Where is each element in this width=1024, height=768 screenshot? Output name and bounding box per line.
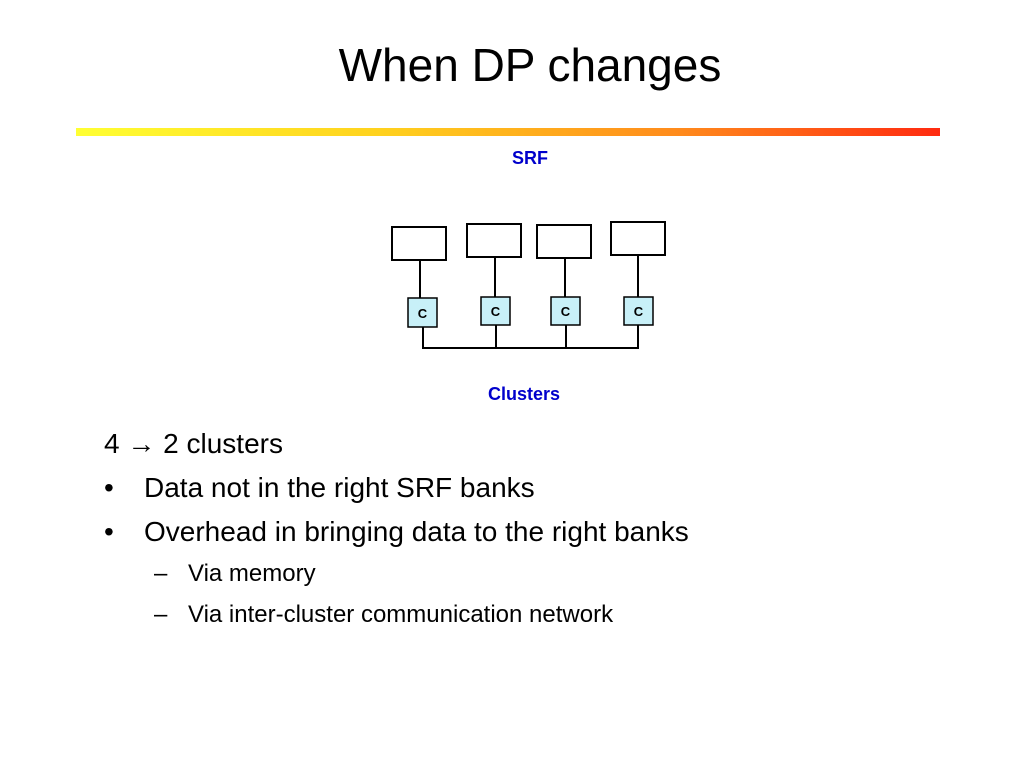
cluster-box-2 [480, 296, 511, 326]
cluster-reduction-heading: 4 → 2 clusters [104, 428, 689, 460]
bullet-list: 4 → 2 clusters • Data not in the right SR… [104, 428, 689, 642]
sub-bullet-item: –Via memory [154, 560, 689, 588]
cluster-label-3: C [561, 304, 571, 319]
cluster-box-3 [550, 296, 581, 326]
title-gradient-rule [76, 128, 940, 136]
srf-bank-2 [466, 223, 522, 258]
srf-bank-3 [536, 224, 592, 259]
cluster-label-2: C [491, 304, 501, 319]
bullet-item: • Overhead in bringing data to the right … [104, 516, 689, 548]
bullet-text: Overhead in bringing data to the right b… [144, 516, 689, 547]
heading-prefix: 4 [104, 428, 128, 459]
cluster-box-4 [623, 296, 654, 326]
heading-suffix: 2 clusters [155, 428, 283, 459]
srf-bank-4 [610, 221, 666, 256]
clusters-label: Clusters [488, 384, 561, 404]
sub-bullet-text: Via memory [188, 560, 316, 587]
srf-bank-1 [391, 226, 447, 261]
bullet-text: Data not in the right SRF banks [144, 472, 535, 503]
cluster-label-4: C [634, 304, 644, 319]
dash-icon: – [154, 560, 168, 587]
srf-cluster-diagram: C C C C [391, 221, 666, 349]
slide-title: When DP changes [338, 39, 722, 91]
bullet-icon: • [104, 516, 114, 547]
dash-icon: – [154, 601, 168, 628]
cluster-label-1: C [418, 306, 428, 321]
right-arrow-icon: → [127, 428, 156, 459]
cluster-box-1 [407, 297, 438, 328]
bullet-item: • Data not in the right SRF banks [104, 472, 689, 504]
sub-bullet-text: Via inter-cluster communication network [188, 601, 614, 628]
srf-label: SRF [512, 148, 548, 168]
sub-bullet-item: –Via inter-cluster communication network [154, 601, 689, 629]
bullet-icon: • [104, 472, 114, 503]
